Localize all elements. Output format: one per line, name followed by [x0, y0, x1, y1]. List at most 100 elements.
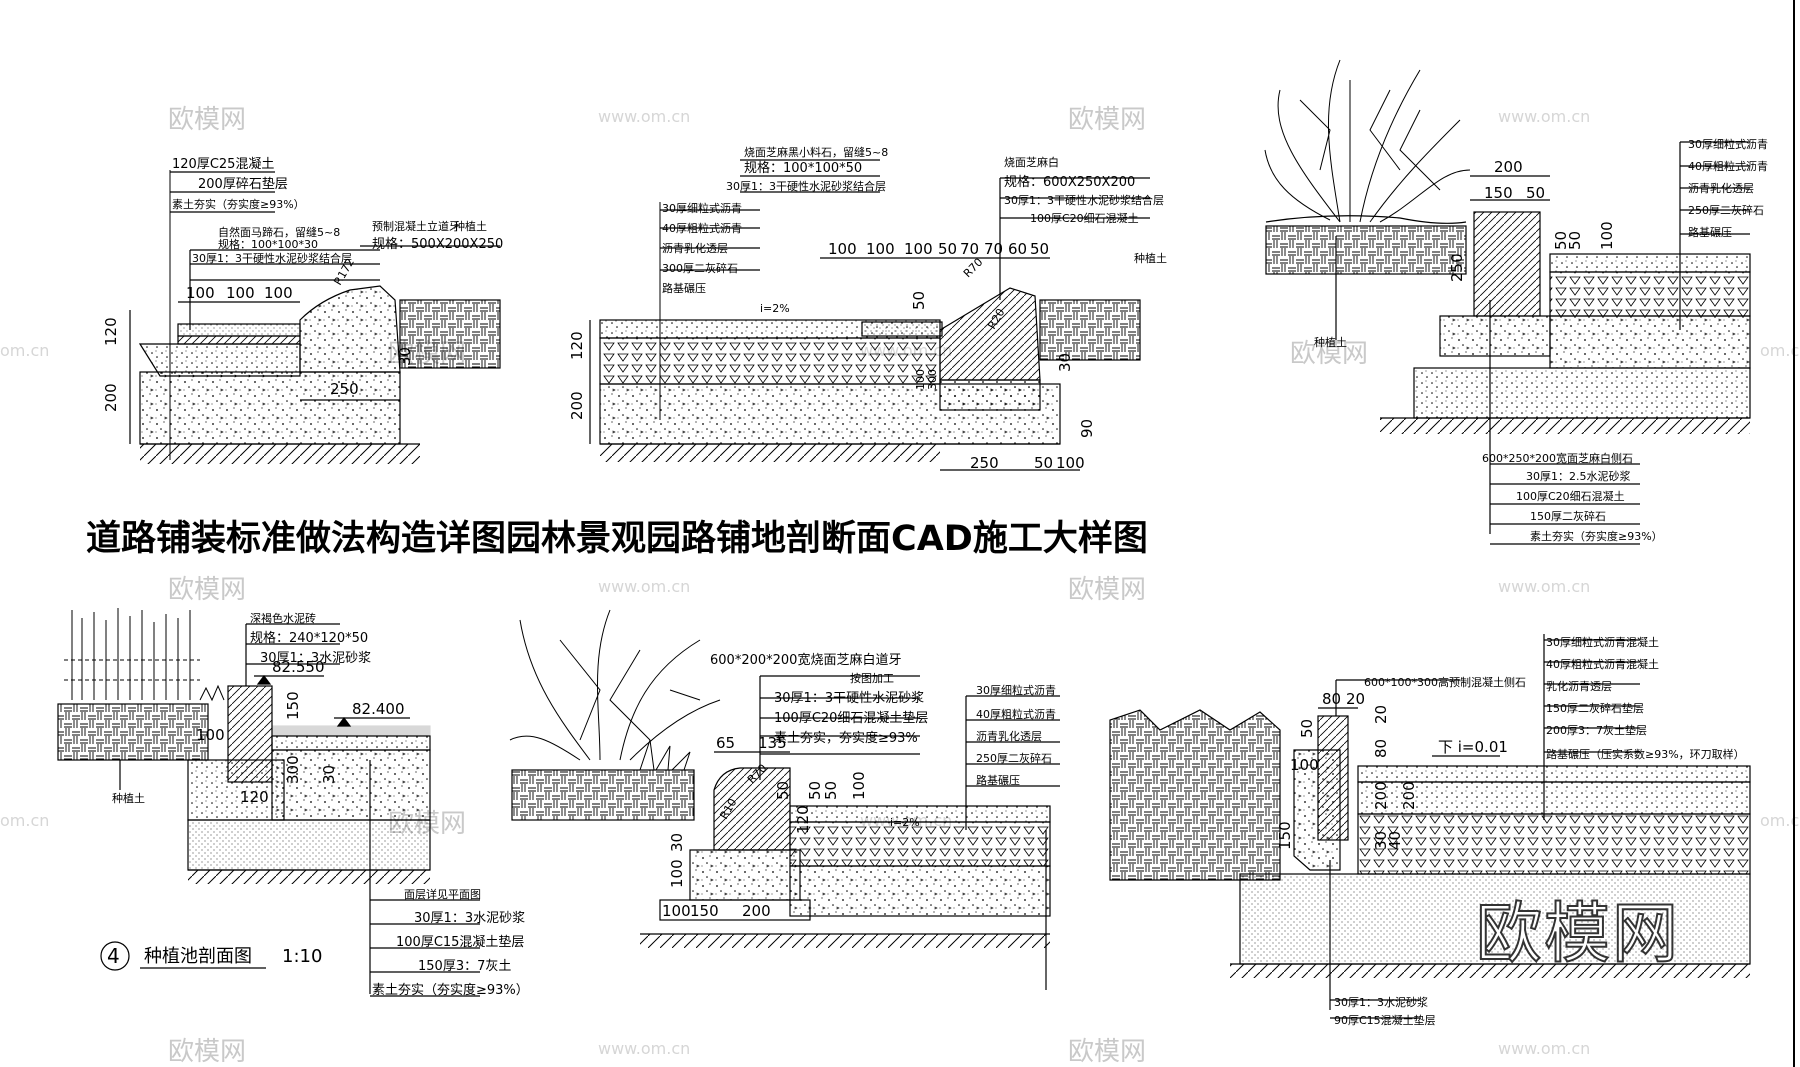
- d4-note: 30厚1：3水泥砂浆: [414, 911, 525, 926]
- d1-note: 200厚碎石垫层: [198, 176, 288, 192]
- d2-note: 规格：100*100*50: [744, 160, 862, 176]
- d2-note: 30厚1：3干硬性水泥砂浆结合层: [1004, 193, 1164, 207]
- d3-note: 40厚粗粒式沥青: [1688, 159, 1768, 173]
- d2-dim: 50: [910, 291, 928, 310]
- d1-note: 120厚C25混凝土: [172, 156, 274, 172]
- d2-dim: 120: [568, 331, 586, 360]
- d4-note: 规格：240*120*50: [250, 630, 368, 646]
- d3-note: 150厚二灰碎石: [1530, 509, 1606, 523]
- d2-slope: i=2%: [760, 302, 790, 315]
- d6-curb: [1317, 715, 1349, 841]
- d5-note: 路基碾压: [976, 774, 1020, 787]
- d4-label-title: 种植池剖面图: [144, 946, 252, 967]
- d6-dim: 200: [1372, 781, 1390, 810]
- detail-6-text: 30厚细粒式沥青混凝土 40厚粗粒式沥青混凝土 乳化沥青透层 150厚二灰碎石垫…: [1276, 635, 1745, 1027]
- watermark-url: www.om.cn: [598, 577, 690, 596]
- d3-note: 600*250*200宽面芝麻白侧石: [1482, 451, 1633, 465]
- d3-dim: 50: [1526, 184, 1545, 202]
- d5-note: 30厚细粒式沥青: [976, 683, 1056, 697]
- watermark-url: om.cn: [0, 811, 49, 830]
- d5-note: 按图加工: [850, 671, 894, 685]
- d1-dim: 250: [330, 380, 359, 398]
- d1-dim: 100: [186, 284, 215, 302]
- d5-curb-base: [689, 849, 801, 901]
- d4-note: 30厚1：3水泥砂浆: [260, 651, 371, 666]
- d6-gravel: [1357, 813, 1751, 875]
- d6-dim: 20: [1372, 705, 1390, 724]
- d5-dim-box: [659, 899, 811, 921]
- d2-note: 30厚1：3干硬性水泥砂浆结合层: [726, 179, 886, 193]
- watermark-text: 欧模网: [1068, 105, 1146, 135]
- d6-dim: 80: [1322, 690, 1341, 708]
- d6-note: 600*100*300高预制混凝土侧石: [1364, 675, 1526, 689]
- watermark-text: 欧模网: [1068, 1037, 1146, 1067]
- watermark-text: 欧模网: [168, 1037, 246, 1067]
- d4-note: 种植土: [112, 791, 145, 805]
- d1-dim: 100: [264, 284, 293, 302]
- d4-level-marker: [336, 717, 352, 727]
- d5-dim: 50: [822, 781, 840, 800]
- d6-note: 90厚C15混凝土垫层: [1334, 1013, 1436, 1027]
- d1-note: 预制混凝土立道牙: [372, 219, 460, 233]
- d2-dim: 100: [1056, 454, 1085, 472]
- d6-note: 乳化沥青透层: [1546, 679, 1612, 693]
- watermark-url: om.cn: [0, 341, 49, 360]
- d6-note: 40厚粗粒式沥青混凝土: [1546, 657, 1659, 671]
- brand-logo: 欧模网: [1475, 894, 1680, 973]
- d5-shrub: [509, 609, 721, 771]
- d5-gravel: [789, 865, 1051, 917]
- d1-note: 规格：100*100*30: [218, 237, 318, 251]
- d2-note: 种植土: [1134, 251, 1167, 265]
- detail-2-text: 烧面芝麻黑小料石，留缝5~8 规格：100*100*50 30厚1：3干硬性水泥…: [568, 145, 1167, 472]
- d5-slope: i=2%: [890, 816, 920, 829]
- watermark-url: om.cn: [1760, 811, 1800, 830]
- d3-asphalt-coarse: [1549, 271, 1751, 317]
- d4-note: 深褐色水泥砖: [250, 611, 316, 625]
- d4-paving-face: [271, 725, 431, 737]
- d1-gravel-layer: [139, 371, 401, 445]
- d1-mortar-bed: [177, 335, 301, 345]
- d4-plants: [64, 608, 225, 702]
- d2-curb: [939, 287, 1041, 381]
- d2-dim: 90: [1078, 419, 1096, 438]
- d3-dim: 250: [1448, 253, 1466, 282]
- d6-dim: 200: [1400, 781, 1418, 810]
- d2-note: 规格：600X250X200: [1004, 174, 1135, 190]
- d2-dim: 200: [568, 391, 586, 420]
- d2-dim: R70: [961, 256, 985, 280]
- d4-label-number: 4: [107, 944, 120, 968]
- d2-dim: 50: [938, 240, 957, 258]
- d5-dim: 65: [716, 734, 735, 752]
- d4-note: 100厚C15混凝土垫层: [396, 934, 524, 950]
- d4-note: 150厚3：7灰土: [418, 959, 511, 974]
- d3-curb-base: [1439, 315, 1551, 357]
- d3-ground-hatch: [1380, 418, 1750, 434]
- d4-dim: 150: [284, 691, 302, 720]
- d1-ground-hatch: [140, 444, 420, 464]
- d3-planting-soil: [1265, 225, 1467, 275]
- watermark-url: www.om.cn: [1498, 1039, 1590, 1058]
- d1-note: 规格：500X200X250: [372, 236, 503, 252]
- d3-dim: 50: [1566, 231, 1584, 250]
- d3-note: 250厚二灰碎石: [1688, 203, 1764, 217]
- d2-dim: 70: [960, 240, 979, 258]
- d4-dim: 300: [284, 755, 302, 784]
- detail-4-text: 深褐色水泥砖 规格：240*120*50 30厚1：3水泥砂浆 种植土 面层详见…: [107, 611, 529, 998]
- d2-planting-soil: [1039, 299, 1141, 361]
- d6-dim: 20: [1346, 690, 1365, 708]
- d4-note: 面层详见平面图: [404, 887, 481, 901]
- d5-note: 100厚C20细石混凝土垫层: [774, 710, 928, 726]
- d5-asphalt-top: [789, 805, 1051, 823]
- d6-note: 200厚3：7灰土垫层: [1546, 723, 1647, 737]
- d1-dim: 100: [226, 284, 255, 302]
- d4-dim: 120: [240, 788, 269, 806]
- d1-note: 素土夯实（夯实度≥93%）: [172, 197, 305, 211]
- watermark-url: www.om.cn: [598, 107, 690, 126]
- drawing-title: 道路铺装标准做法构造详图园林景观园路铺地剖断面CAD施工大样图: [86, 519, 1148, 559]
- d5-dim: 120: [794, 805, 812, 834]
- d5-dim: 150: [690, 902, 719, 920]
- d3-note: 100厚C20细石混凝土: [1516, 489, 1625, 503]
- d2-note: 30厚细粒式沥青: [662, 201, 742, 215]
- d6-ground-hatch: [1230, 964, 1750, 978]
